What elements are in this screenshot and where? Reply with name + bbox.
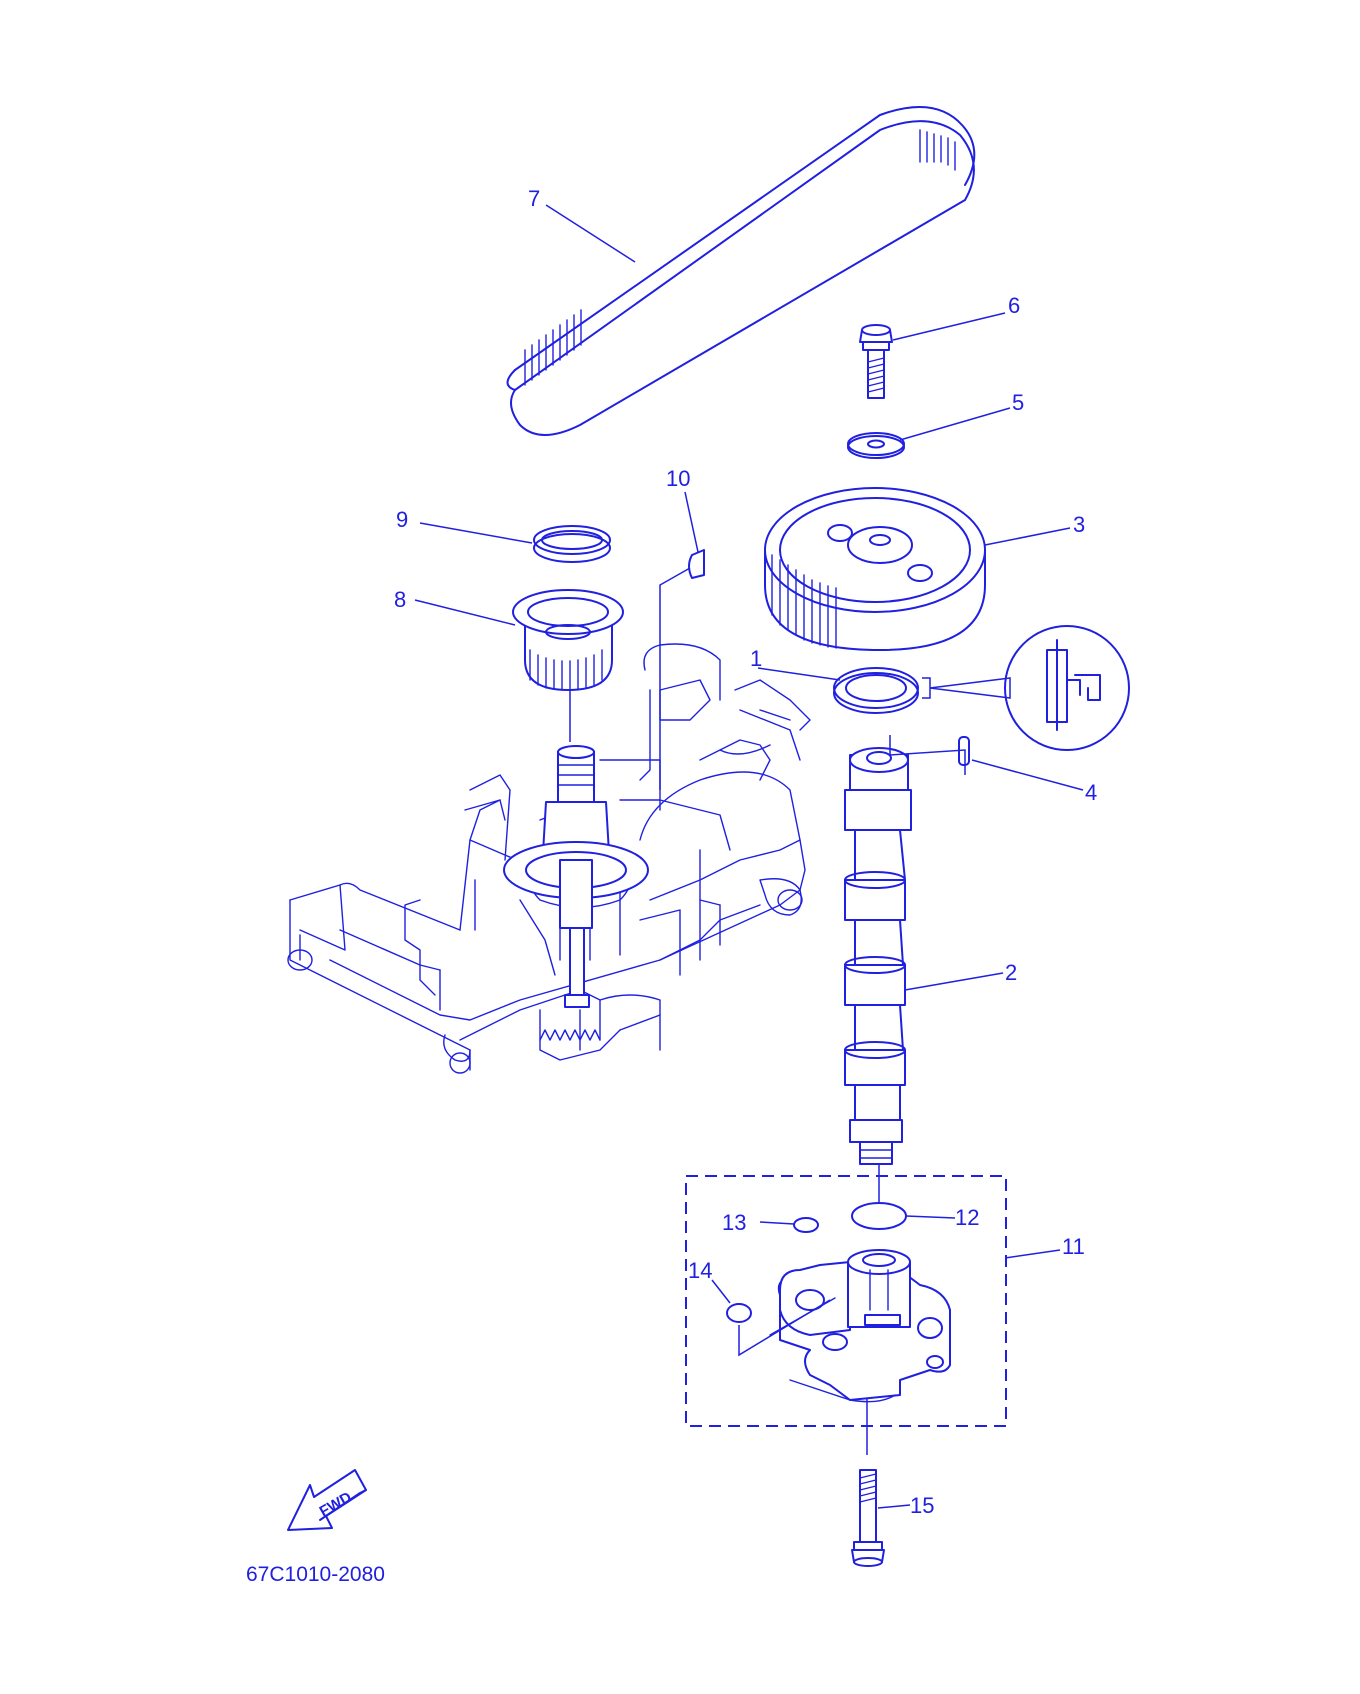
callout-15: 15 [910,1493,934,1518]
o-ring-part-14[interactable] [726,1303,752,1323]
callout-8: 8 [394,587,406,612]
callout-6: 6 [1008,293,1020,318]
washer-part-5[interactable] [847,432,905,459]
bushing-part-8[interactable] [512,589,624,691]
callout-7: 7 [528,186,540,211]
callout-1: 1 [750,646,762,671]
key-part-10[interactable] [688,549,705,579]
callout-11: 11 [1062,1234,1085,1259]
callout-3: 3 [1073,512,1085,537]
ring-part-9[interactable] [533,525,611,563]
timing-belt-part-7[interactable] [506,106,976,436]
callout-4: 4 [1085,780,1097,805]
callout-2: 2 [1005,960,1017,985]
assembly-guide-lines [569,567,966,1455]
camshaft-part-2[interactable] [844,747,912,1165]
forward-arrow-icon: FWD [287,1469,367,1531]
callout-13: 13 [722,1210,746,1235]
bolt-part-15[interactable] [851,1469,885,1567]
callout-leaders [414,204,1084,1509]
o-ring-part-12[interactable] [851,1202,907,1230]
callout-12: 12 [955,1205,979,1230]
crankshaft-stub [503,745,649,1008]
callout-10: 10 [666,466,690,491]
oil-pump-body [738,1249,951,1403]
cam-pulley-part-3[interactable] [764,487,986,651]
seal-detail-callout [1004,625,1130,751]
callout-14: 14 [688,1258,712,1283]
bolt-part-6[interactable] [859,324,893,399]
oil-pump-assembly-part-11[interactable] [685,1175,1007,1427]
callout-5: 5 [1012,390,1024,415]
oil-seal-part-1[interactable] [833,667,1011,714]
part-code-label: 67C1010-2080 [246,1563,385,1586]
o-ring-part-13[interactable] [793,1217,819,1233]
callout-9: 9 [396,507,408,532]
